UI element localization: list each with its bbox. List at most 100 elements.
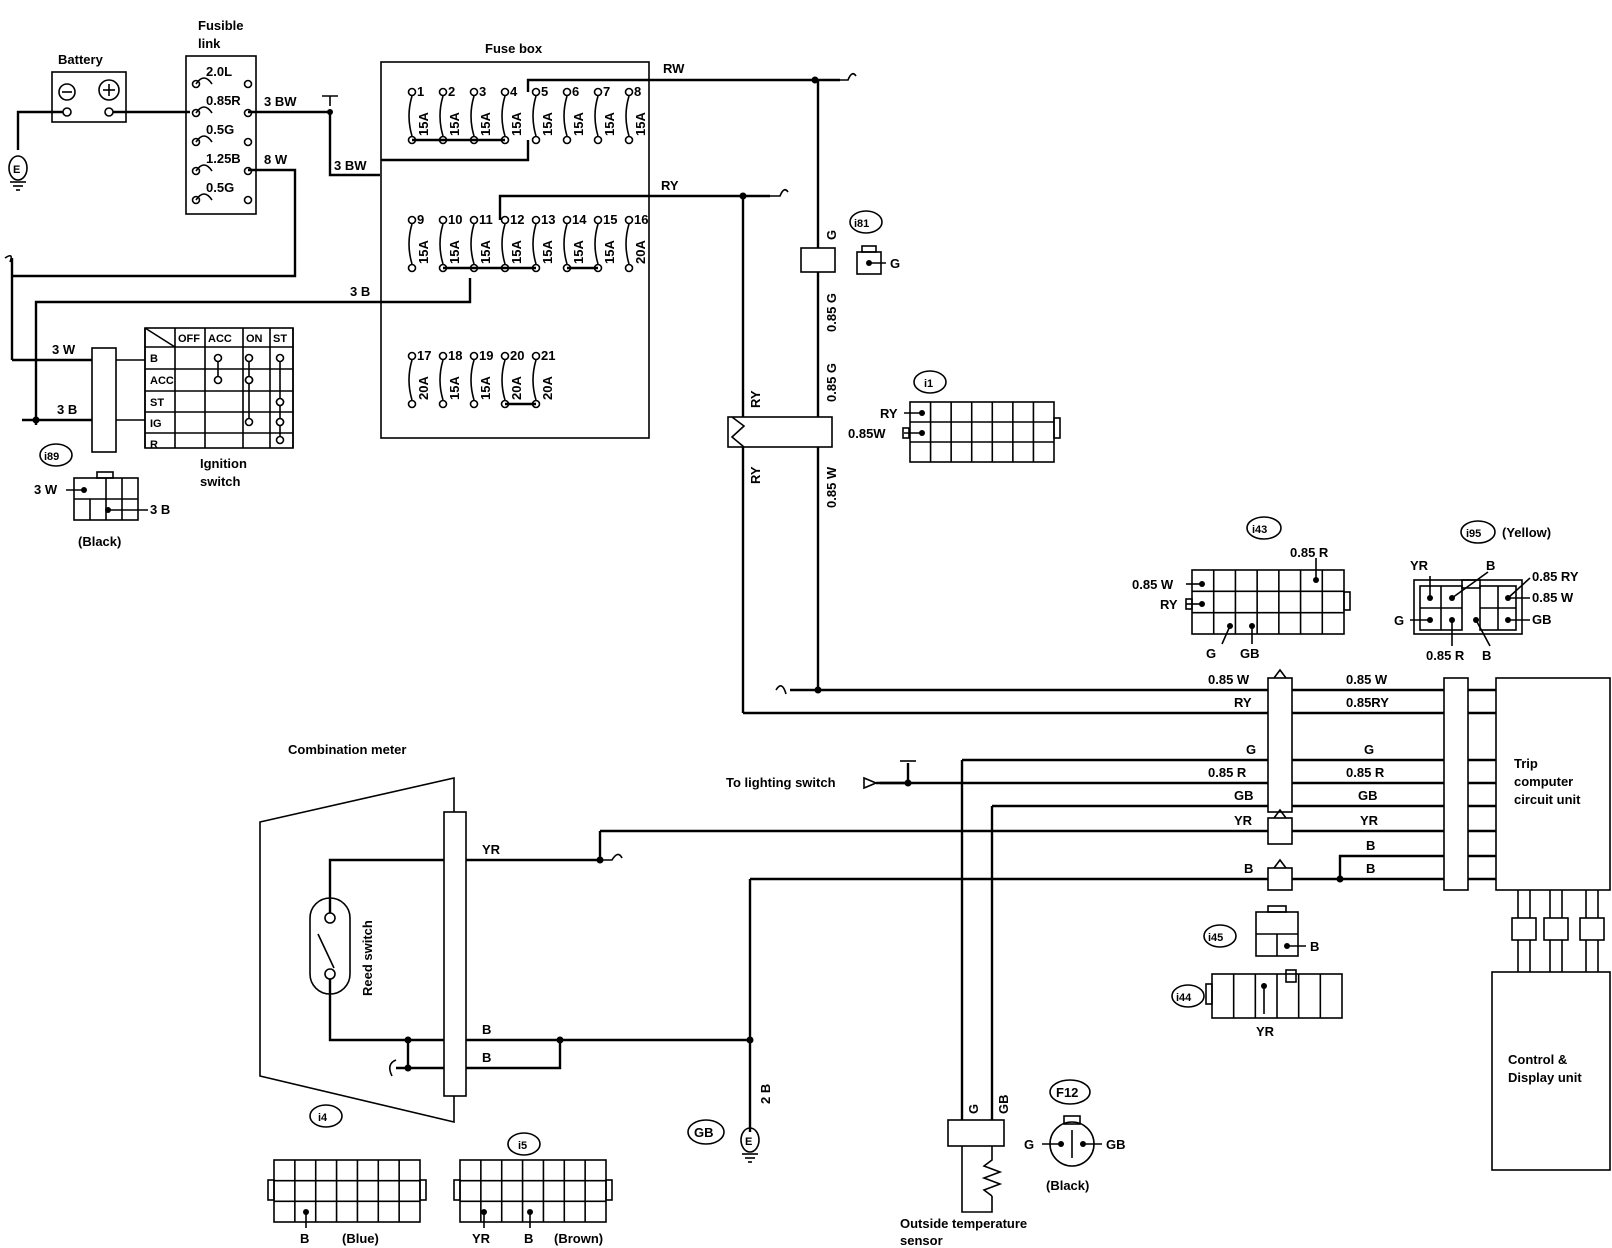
svg-text:GB: GB <box>996 1095 1011 1115</box>
fuse-number: 19 <box>479 348 493 363</box>
svg-text:B: B <box>524 1231 533 1246</box>
fuse-number: 6 <box>572 84 579 99</box>
svg-text:(Black): (Black) <box>1046 1178 1089 1193</box>
fuse-rating: 15A <box>602 240 617 264</box>
svg-text:i4: i4 <box>318 1112 328 1124</box>
svg-text:G: G <box>1246 742 1256 757</box>
svg-text:0.85 R: 0.85 R <box>1290 545 1329 560</box>
connector-i1: i1 RY 0.85W <box>848 370 1061 463</box>
fuse-number: 2 <box>448 84 455 99</box>
fuse-rating: 15A <box>416 240 431 264</box>
svg-text:0.85 R: 0.85 R <box>1346 765 1385 780</box>
fuse-number: 21 <box>541 348 555 363</box>
svg-text:0.85 G: 0.85 G <box>824 363 839 402</box>
fuse-number: 7 <box>603 84 610 99</box>
fuse-number: 10 <box>448 212 462 227</box>
fuse-box-label: Fuse box <box>485 41 543 56</box>
ground-e-battery: E <box>8 110 63 191</box>
fuse-rating: 20A <box>633 240 648 264</box>
connector-i89: i89 3 W 3 B (Black) <box>34 443 170 549</box>
fuse-rating: 15A <box>447 112 462 136</box>
svg-text:YR: YR <box>482 842 501 857</box>
svg-text:0.85 W: 0.85 W <box>1208 672 1250 687</box>
svg-text:3 B: 3 B <box>57 402 77 417</box>
svg-text:YR: YR <box>1410 558 1429 573</box>
fuse-2: 2 15A <box>438 84 462 145</box>
fuse-rating: 15A <box>509 240 524 264</box>
svg-text:G: G <box>1394 613 1404 628</box>
wire-rw <box>526 78 840 92</box>
harness: To lighting switch 0.85 W RY G 0.85 R <box>600 668 1496 1120</box>
fuse-number: 12 <box>510 212 524 227</box>
ignition-column: ACC <box>208 333 232 345</box>
svg-text:B: B <box>1244 861 1253 876</box>
svg-text:i45: i45 <box>1208 932 1223 944</box>
svg-text:B: B <box>482 1050 491 1065</box>
fuse-rating: 15A <box>509 112 524 136</box>
fuse-number: 1 <box>417 84 424 99</box>
wire-b-meter-2 <box>466 1040 562 1070</box>
arrow-to-lighting-switch <box>863 776 879 790</box>
ground-e-meter: E <box>740 1127 760 1163</box>
fuse-rating: 15A <box>478 240 493 264</box>
svg-text:(Brown): (Brown) <box>554 1231 603 1246</box>
battery-case <box>51 71 127 123</box>
svg-text:B: B <box>1366 861 1375 876</box>
svg-text:2 B: 2 B <box>758 1084 773 1104</box>
svg-text:8 W: 8 W <box>264 152 288 167</box>
fuse-15: 15 15A <box>593 212 617 273</box>
fuse-rating: 15A <box>478 112 493 136</box>
svg-text:3 W: 3 W <box>34 482 58 497</box>
combination-meter-label: Combination meter <box>288 742 406 757</box>
wire-8w <box>12 168 297 278</box>
svg-text:3 B: 3 B <box>350 284 370 299</box>
connector-i5: i5 YR B (Brown) <box>453 1132 613 1246</box>
svg-text:3 BW: 3 BW <box>334 158 367 173</box>
fuse-rating: 15A <box>571 112 586 136</box>
svg-text:i89: i89 <box>44 451 59 463</box>
fuse-rating: 15A <box>540 240 555 264</box>
svg-text:RW: RW <box>663 61 685 76</box>
svg-text:GB: GB <box>1240 646 1260 661</box>
svg-text:YR: YR <box>1234 813 1253 828</box>
svg-text:G: G <box>824 230 839 240</box>
svg-text:GB: GB <box>694 1125 714 1140</box>
svg-text:F12: F12 <box>1056 1085 1078 1100</box>
ignition-row: ST <box>150 397 164 409</box>
fuse-number: 15 <box>603 212 617 227</box>
connector-block-g <box>800 247 836 273</box>
svg-text:B: B <box>1482 648 1491 663</box>
ground-gb-label: GB <box>687 1119 725 1145</box>
control-display-label: Control &Display unit <box>1508 1052 1582 1085</box>
svg-text:0.85 G: 0.85 G <box>824 293 839 332</box>
reed-switch-label: Reed switch <box>360 920 375 996</box>
svg-text:3 BW: 3 BW <box>264 94 297 109</box>
connector-yr <box>1267 817 1293 845</box>
fuse-number: 18 <box>448 348 462 363</box>
ignition-row: B <box>150 353 158 365</box>
fuse-number: 13 <box>541 212 555 227</box>
svg-text:G: G <box>1206 646 1216 661</box>
svg-text:(Black): (Black) <box>78 534 121 549</box>
svg-text:YR: YR <box>1360 813 1379 828</box>
svg-text:G: G <box>966 1104 981 1114</box>
ignition-row: ACC <box>150 375 174 387</box>
fuse-12: 12 15A <box>500 212 524 273</box>
fuse-rating: 15A <box>633 112 648 136</box>
svg-text:0.85 R: 0.85 R <box>1426 648 1465 663</box>
svg-text:B: B <box>482 1022 491 1037</box>
